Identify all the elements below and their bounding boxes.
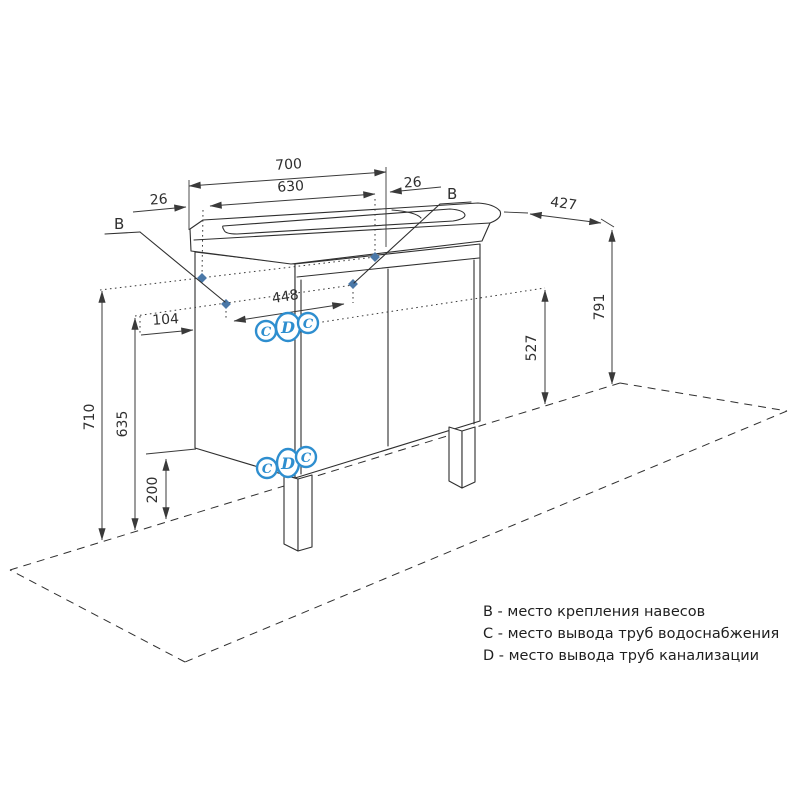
- leg-front-right-front: [461, 426, 476, 489]
- legend-line-c: C - место вывода труб водоснабжения: [483, 626, 779, 642]
- pipe-markers-lower: C D C: [255, 445, 318, 480]
- ref-line-upper-mount: [99, 256, 376, 291]
- cabinet-legs: [283, 426, 476, 552]
- dim-700-value: 700: [275, 156, 303, 174]
- dimension-635: 635: [115, 317, 139, 531]
- dimension-700: 700: [188, 156, 387, 247]
- marker-d-letter: D: [280, 454, 295, 473]
- legend-line-d: D - место вывода труб канализации: [483, 648, 759, 664]
- cabinet-body: [194, 243, 481, 479]
- dim-26r-value: 26: [403, 174, 422, 191]
- marker-c-letter: C: [261, 325, 272, 340]
- dim-710-value: 710: [82, 404, 98, 431]
- dimension-104: 104: [140, 311, 194, 336]
- dimension-427: 427: [503, 194, 615, 228]
- dimension-527: 527: [524, 289, 549, 405]
- marker-c-letter: C: [262, 462, 273, 477]
- basin-bowl-curve: [391, 209, 422, 219]
- b-right-text: B: [447, 185, 457, 203]
- legend: B - место крепления навесов C - место вы…: [483, 604, 779, 664]
- b-left-text: B: [114, 215, 124, 233]
- b-right-leader: [353, 203, 441, 284]
- leg-front-left-side: [283, 474, 299, 552]
- dim-630-value: 630: [277, 178, 305, 196]
- dim-427-value: 427: [549, 194, 578, 214]
- marker-d-letter: D: [280, 318, 295, 337]
- marker-c-letter: C: [301, 451, 312, 466]
- washbasin-front-rim: [193, 222, 491, 241]
- label-b-left: B: [104, 215, 226, 303]
- cabinet-top-rail-line: [296, 257, 480, 278]
- dimension-630: 630: [209, 178, 376, 209]
- mount-dot: [370, 252, 380, 262]
- cabinet-side-panel: [194, 251, 296, 479]
- mount-dot: [221, 299, 231, 309]
- label-b-right: B: [353, 185, 472, 284]
- dim-791-value: 791: [592, 294, 608, 321]
- pipe-markers-upper: C D C: [254, 311, 320, 343]
- floor-outline: [9, 382, 788, 663]
- dim-104-value: 104: [152, 311, 180, 329]
- marker-c-letter: C: [303, 317, 314, 332]
- marker-c-circle: [296, 311, 320, 335]
- dim-448-value: 448: [271, 287, 300, 307]
- dimension-710: 710: [82, 290, 106, 541]
- ref-line-lower-mount: [134, 284, 354, 317]
- dim-527-value: 527: [524, 335, 540, 362]
- dim-635-value: 635: [115, 411, 131, 438]
- leg-front-left-front: [297, 474, 313, 552]
- basin-inner-rim: [222, 208, 466, 235]
- leg-front-right-side: [448, 426, 463, 489]
- washbasin: [189, 202, 502, 265]
- marker-c-circle: [294, 445, 318, 469]
- dimension-200: 200: [145, 448, 197, 520]
- dim-200-value: 200: [145, 477, 161, 504]
- dimension-26-right: 26: [389, 174, 442, 195]
- dimension-791: 791: [592, 229, 616, 385]
- legend-line-b: B - место крепления навесов: [483, 604, 705, 620]
- dimension-26-left: 26: [132, 191, 187, 213]
- dim-26l-value: 26: [149, 191, 168, 208]
- b-left-leader: [139, 231, 226, 303]
